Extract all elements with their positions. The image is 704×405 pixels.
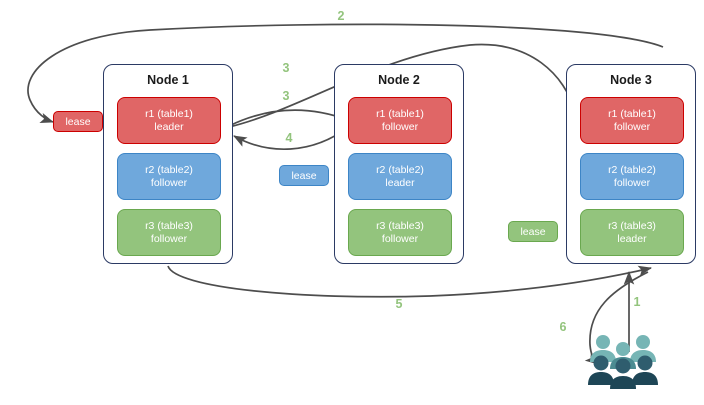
replica-role: leader xyxy=(154,120,184,133)
replica-name: r2 (table2) xyxy=(608,163,656,176)
replica-role: leader xyxy=(385,176,415,189)
replica-role: follower xyxy=(381,232,419,245)
node-container-2[interactable]: Node 2 r1 (table1) follower r2 (table2) … xyxy=(334,64,464,264)
replica-role: follower xyxy=(613,176,651,189)
node-title-1: Node 1 xyxy=(147,73,189,87)
replica-name: r1 (table1) xyxy=(376,107,424,120)
step-label-1: 1 xyxy=(633,295,641,309)
edge-3-node1-to-node3 xyxy=(228,43,577,128)
step-label-3a: 3 xyxy=(282,61,290,75)
replica-node2-r1[interactable]: r1 (table1) follower xyxy=(348,97,452,144)
step-label-6: 6 xyxy=(559,320,567,334)
node-container-3[interactable]: Node 3 r1 (table1) follower r2 (table2) … xyxy=(566,64,696,264)
node-title-3: Node 3 xyxy=(610,73,652,87)
replica-role: leader xyxy=(617,232,647,245)
replica-node2-r3[interactable]: r3 (table3) follower xyxy=(348,209,452,256)
replica-role: follower xyxy=(150,176,188,189)
lease-badge-blue[interactable]: lease xyxy=(279,165,329,186)
edge-5-node1-to-node3 xyxy=(167,265,652,298)
replica-node3-r1[interactable]: r1 (table1) follower xyxy=(580,97,684,144)
replica-name: r3 (table3) xyxy=(145,219,193,232)
node-title-2: Node 2 xyxy=(378,73,420,87)
step-label-2: 2 xyxy=(337,9,345,23)
replica-name: r3 (table3) xyxy=(608,219,656,232)
replica-name: r1 (table1) xyxy=(145,107,193,120)
replica-role: follower xyxy=(613,120,651,133)
replica-node2-r2[interactable]: r2 (table2) leader xyxy=(348,153,452,200)
step-label-4: 4 xyxy=(285,131,293,145)
step-label-3b: 3 xyxy=(282,89,290,103)
users-group-icon xyxy=(588,335,658,389)
node-container-1[interactable]: Node 1 r1 (table1) leader r2 (table2) fo… xyxy=(103,64,233,264)
replica-name: r2 (table2) xyxy=(145,163,193,176)
lease-badge-red[interactable]: lease xyxy=(53,111,103,132)
replica-node1-r2[interactable]: r2 (table2) follower xyxy=(117,153,221,200)
replica-role: follower xyxy=(381,120,419,133)
replica-node1-r3[interactable]: r3 (table3) follower xyxy=(117,209,221,256)
edge-3-node1-to-node2 xyxy=(228,109,349,127)
replica-node1-r1[interactable]: r1 (table1) leader xyxy=(117,97,221,144)
replica-node3-r3[interactable]: r3 (table3) leader xyxy=(580,209,684,256)
lease-badge-green[interactable]: lease xyxy=(508,221,558,242)
replica-role: follower xyxy=(150,232,188,245)
replica-name: r3 (table3) xyxy=(376,219,424,232)
replica-name: r1 (table1) xyxy=(608,107,656,120)
edge-2-lease-transfer xyxy=(27,23,664,124)
replica-node3-r2[interactable]: r2 (table2) follower xyxy=(580,153,684,200)
replica-name: r2 (table2) xyxy=(376,163,424,176)
step-label-5: 5 xyxy=(395,297,403,311)
